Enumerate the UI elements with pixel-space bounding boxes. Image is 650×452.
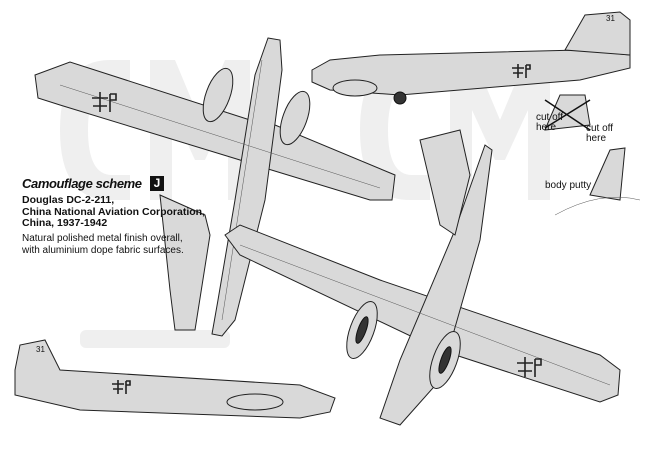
- finish-line-2: with aluminium dope fabric surfaces.: [22, 244, 184, 256]
- top-view-aircraft-lower: [224, 129, 621, 426]
- here-text: here: [536, 122, 557, 133]
- tail-detail-cutoff: [544, 94, 641, 216]
- camouflage-scheme-title: Camouflage scheme: [22, 176, 142, 191]
- finish-description: Natural polished metal finish overall, w…: [22, 233, 184, 256]
- chinese-mail-marking: [92, 92, 117, 112]
- cut-off-text: cut off: [536, 112, 564, 123]
- cut-off-label-left: cut off here: [536, 113, 563, 133]
- aircraft-period: China, 1937-1942: [22, 217, 108, 229]
- aircraft-operator: China National Aviation Corporation,: [22, 205, 205, 218]
- cut-off-text: cut off: [586, 123, 614, 134]
- aircraft-description: Douglas DC-2-211, China National Aviatio…: [22, 194, 205, 230]
- aircraft-type: Douglas DC-2-211,: [22, 194, 115, 206]
- tail-number-top: 31: [606, 14, 615, 23]
- tail-number-bottom: 31: [36, 345, 45, 354]
- side-view-aircraft-lower: [14, 339, 336, 419]
- here-text: here: [586, 133, 607, 144]
- chinese-mail-marking: [517, 357, 542, 377]
- scheme-letter-badge: J: [150, 176, 164, 191]
- body-putty-label: body putty: [545, 180, 592, 191]
- side-view-aircraft-upper: [311, 11, 631, 105]
- chinese-mail-marking: [512, 64, 531, 78]
- top-view-aircraft-upper: [34, 37, 396, 337]
- finish-line-1: Natural polished metal finish overall,: [22, 233, 183, 244]
- chinese-mail-marking: [112, 380, 131, 394]
- cut-off-label-right: cut off here: [586, 124, 613, 144]
